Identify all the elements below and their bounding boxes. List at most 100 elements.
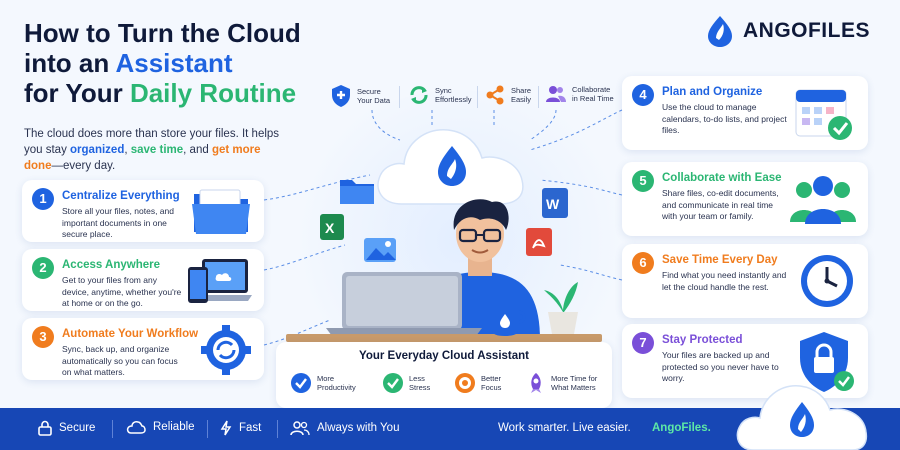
card-access[interactable]: 2 Access Anywhere Get to your files from… (22, 249, 264, 311)
card-title: Save Time Every Day (662, 254, 778, 266)
cloud-icon (126, 421, 146, 434)
connector-line (263, 319, 331, 346)
card-description: Use the cloud to manage calendars, to-do… (662, 102, 787, 135)
card-title: Collaborate with Ease (662, 172, 782, 184)
feature-sync-label-2: Effortlessly (435, 95, 472, 104)
card-title: Plan and Organize (662, 86, 763, 98)
footer-item-reliable: Reliable (126, 420, 195, 434)
footer-brand[interactable]: AngoFiles. (652, 422, 711, 434)
connector-line (529, 109, 623, 151)
card-automate[interactable]: 3 Automate Your Workflow Sync, back up, … (22, 318, 264, 380)
footer-item-always: Always with You (290, 420, 399, 436)
feature-collaborate-label-1: Collaborate (572, 85, 611, 94)
check-circle-icon (291, 373, 311, 393)
feature-collaborate-label-2: in Real Time (572, 94, 614, 103)
page-title: How to Turn the Cloud into an Assistant … (24, 18, 354, 108)
feature-divider (399, 86, 400, 108)
connector-line (539, 179, 623, 196)
card-description: Sync, back up, and organize automaticall… (62, 344, 178, 377)
card-description: Store all your files, notes, and importa… (62, 206, 174, 239)
card-title: Centralize Everything (62, 190, 180, 202)
lightning-icon (220, 420, 232, 436)
footer-label: Reliable (153, 421, 195, 433)
card-number-badge: 3 (32, 326, 54, 348)
card-title: Automate Your Workflow (62, 328, 199, 340)
card-centralize[interactable]: 1 Centralize Everything Store all your f… (22, 180, 264, 242)
footer-divider (207, 420, 208, 438)
assistant-label-1: Better (481, 374, 502, 383)
footer-divider (277, 420, 278, 438)
card-description: Find what you need instantly and let the… (662, 270, 787, 292)
assistant-title: Your Everyday Cloud Assistant (359, 350, 529, 362)
title-highlight-assistant: Assistant (115, 48, 233, 78)
title-line-3: for Your Daily Routine (24, 78, 354, 108)
feature-share-label-1: Share (511, 86, 532, 95)
connector-line (263, 244, 346, 271)
card-description: Get to your files from any device, anyti… (62, 275, 182, 308)
intro-highlight-save-time: save time (130, 144, 184, 156)
excel-file-icon: X (320, 214, 344, 240)
title-line-3-text: for Your (24, 78, 130, 108)
feature-secure-label-1: Secure (357, 87, 381, 96)
svg-text:W: W (546, 196, 560, 212)
footer-divider (112, 420, 113, 438)
card-number-badge: 1 (32, 188, 54, 210)
intro-part-4: —every day. (51, 160, 116, 172)
footer-item-fast: Fast (220, 420, 261, 436)
footer-label: Secure (59, 422, 96, 434)
footer-cloud-badge (736, 385, 868, 450)
pdf-file-icon (526, 228, 552, 256)
svg-text:X: X (325, 220, 335, 236)
card-collaborate[interactable]: 5 Collaborate with Ease Share files, co-… (622, 162, 868, 236)
card-title: Stay Protected (662, 334, 743, 346)
card-plan[interactable]: 4 Plan and Organize Use the cloud to man… (622, 76, 868, 150)
desk-scene (286, 272, 602, 342)
sync-icon (410, 86, 428, 104)
clock-icon (801, 255, 853, 307)
assistant-label-2: Stress (409, 383, 431, 392)
main-cloud (377, 129, 524, 205)
feature-share-label-2: Easily (511, 95, 532, 104)
title-line-1: How to Turn the Cloud (24, 18, 301, 48)
assistant-label-2: Focus (481, 383, 502, 392)
card-title: Access Anywhere (62, 259, 161, 271)
calendar-icon (795, 89, 852, 140)
card-description: Share files, co-edit documents, and comm… (662, 188, 779, 221)
intro-text: The cloud does more than store your file… (24, 126, 284, 174)
card-number-badge: 7 (632, 332, 654, 354)
card-description: Your files are backed up and protected s… (662, 350, 779, 383)
word-file-icon: W (542, 188, 568, 218)
footer-label: Always with You (317, 422, 400, 434)
check-circle-icon (383, 373, 403, 393)
card-number-badge: 2 (32, 257, 54, 279)
assistant-label-2: What Matters (551, 383, 596, 392)
card-save-time[interactable]: 6 Save Time Every Day Find what you need… (622, 244, 868, 318)
brand-logo[interactable]: ANGOFILES (705, 14, 870, 48)
drop-icon (707, 16, 732, 47)
shield-plus-icon (332, 85, 350, 107)
lock-shield-icon (800, 332, 854, 392)
footer-item-secure: Secure (38, 420, 95, 436)
folder-file-icon (340, 180, 374, 204)
assistant-label-2: Productivity (317, 383, 356, 392)
card-protected[interactable]: 7 Stay Protected Your files are backed u… (622, 324, 868, 398)
assistant-label-1: Less (409, 374, 425, 383)
card-number-badge: 4 (632, 84, 654, 106)
share-icon (486, 85, 504, 105)
feature-sync-label-1: Sync (435, 86, 452, 95)
connector-line (263, 174, 371, 201)
devices-icon (188, 259, 252, 303)
gear-sync-icon (201, 325, 251, 375)
target-icon (455, 373, 475, 393)
assistant-label-1: More Time for (551, 374, 598, 383)
intro-part-2: , (124, 144, 131, 156)
intro-highlight-get-more-done: get more done (24, 144, 261, 172)
intro-highlight-organized: organized (70, 144, 125, 156)
connector-line (559, 264, 623, 281)
